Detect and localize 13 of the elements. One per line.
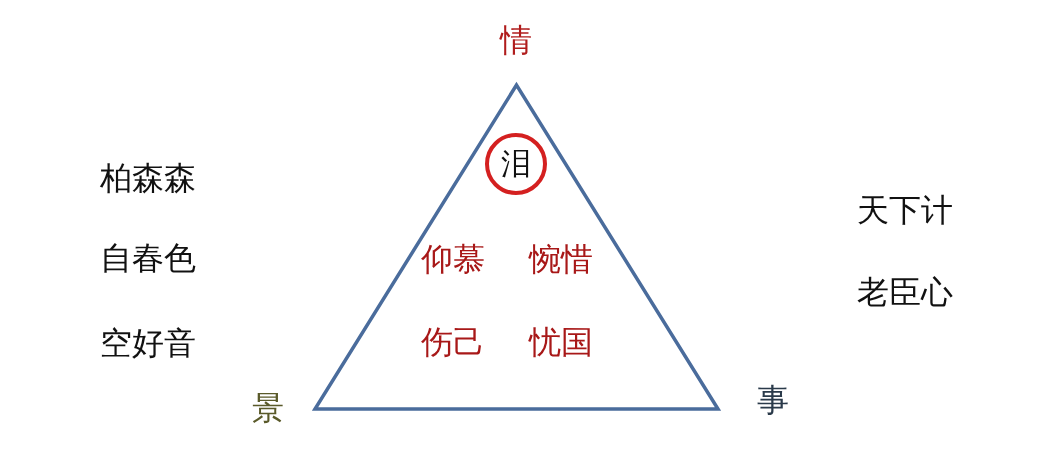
vertex-label: 情: [500, 24, 532, 56]
verse-label: 自春色: [100, 242, 196, 274]
verse-label: 天下计: [857, 194, 953, 226]
emotion-label: 惋惜: [529, 243, 593, 275]
vertex-label: 事: [757, 384, 789, 416]
vertex-label: 景: [252, 392, 284, 424]
emotion-label: 仰慕: [421, 243, 485, 275]
verse-label: 老臣心: [857, 276, 953, 308]
emotion-label: 忧国: [529, 326, 593, 358]
verse-label: 空好音: [100, 327, 196, 359]
character-label: 泪: [501, 149, 531, 179]
emotion-label: 伤己: [421, 326, 485, 358]
verse-label: 柏森森: [100, 162, 196, 194]
